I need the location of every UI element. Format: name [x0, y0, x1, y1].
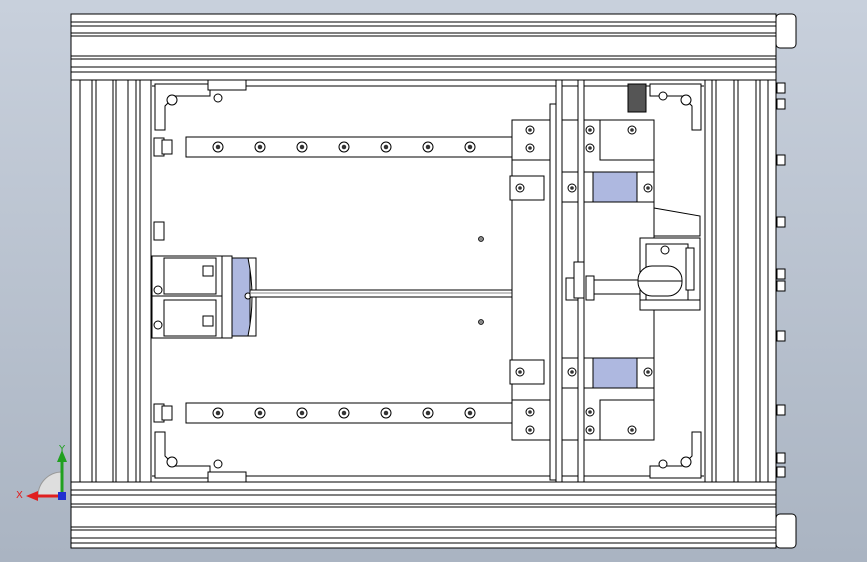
end-gripper — [151, 255, 257, 339]
side-bolt — [776, 452, 786, 464]
screw-socket — [518, 186, 522, 190]
side-bolts — [776, 82, 786, 478]
screw-socket — [528, 128, 532, 132]
screw-socket — [341, 144, 347, 150]
screw-socket — [518, 370, 522, 374]
screw-socket — [215, 144, 221, 150]
guide-rail-top-holes — [212, 141, 476, 153]
screw-socket — [646, 186, 650, 190]
x-axis-label: X — [16, 490, 23, 501]
cylinder-head — [637, 207, 701, 311]
screw-socket — [257, 410, 263, 416]
plate-pins — [478, 236, 484, 325]
screw-socket — [570, 186, 574, 190]
y-axis-label: Y — [58, 444, 66, 455]
side-bolt — [776, 404, 786, 416]
side-bolt — [776, 280, 786, 292]
corner-bracket-top-right — [627, 83, 702, 131]
rod-hub — [565, 261, 641, 301]
side-bolt — [776, 154, 786, 166]
side-bolt — [776, 98, 786, 110]
side-bolt — [776, 466, 786, 478]
screw-socket — [570, 370, 574, 374]
screw-socket — [528, 428, 532, 432]
left-upright — [70, 79, 152, 483]
screw-socket — [425, 144, 431, 150]
screw-socket — [646, 370, 650, 374]
carriage-screws — [515, 125, 653, 435]
screw-socket — [467, 144, 473, 150]
guide-rail-bottom-holes — [212, 407, 476, 419]
screw-socket — [383, 410, 389, 416]
screw-socket — [383, 144, 389, 150]
screw-socket — [528, 410, 532, 414]
coordinate-triad: Y X — [16, 444, 67, 501]
side-bolt — [776, 216, 786, 228]
side-bolt — [776, 330, 786, 342]
screw-socket — [588, 410, 592, 414]
screw-socket — [299, 144, 305, 150]
corner-bracket-bottom-right — [649, 431, 702, 479]
screw-socket — [215, 410, 221, 416]
bottom-rail — [70, 481, 797, 549]
side-bolt — [776, 268, 786, 280]
screw-socket — [630, 428, 634, 432]
screw-socket — [425, 410, 431, 416]
corner-bracket-bottom-left — [154, 431, 247, 483]
slider-blocks — [592, 171, 638, 389]
right-upright — [704, 79, 777, 483]
screw-socket — [528, 146, 532, 150]
screw-socket — [467, 410, 473, 416]
screw-socket — [588, 146, 592, 150]
screw-socket — [588, 128, 592, 132]
screw-socket — [588, 428, 592, 432]
screw-socket — [299, 410, 305, 416]
screw-socket — [341, 410, 347, 416]
corner-bracket-top-left — [154, 79, 247, 131]
screw-socket — [630, 128, 634, 132]
screw-socket — [257, 144, 263, 150]
side-bolt — [776, 82, 786, 94]
top-rail — [70, 13, 797, 81]
